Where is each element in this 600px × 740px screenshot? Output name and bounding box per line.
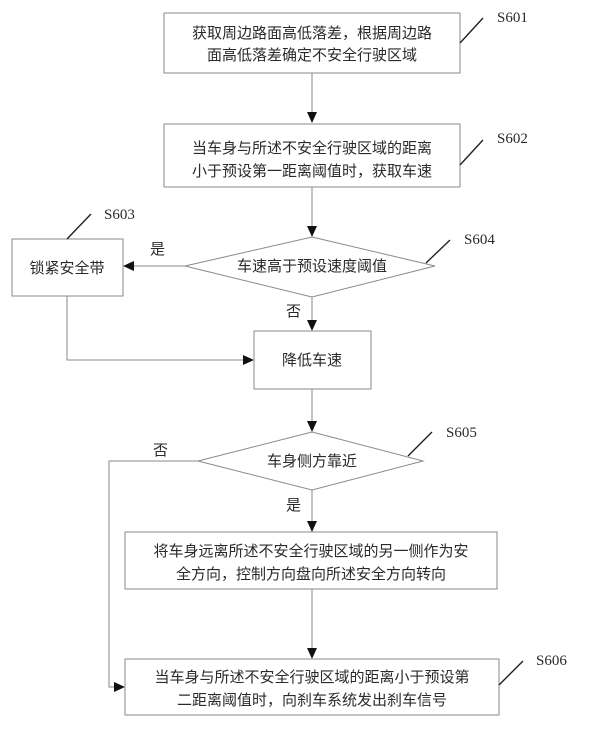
step-s606-line-1: 当车身与所述不安全行驶区域的距离小于预设第 (154, 668, 469, 686)
connector-s605-no (108, 460, 198, 688)
step-s603-text: 锁紧安全带 (29, 259, 104, 277)
arrow-s601-s602 (307, 112, 317, 123)
arrow-s605-no (114, 682, 125, 692)
step-s603-id: S603 (104, 207, 135, 223)
step-steer-line-2: 全方向，控制方向盘向所述安全方向转向 (176, 565, 446, 583)
step-s606-leader (498, 660, 524, 686)
step-reduce-speed: 降低车速 (253, 330, 372, 390)
step-steer-box (124, 531, 498, 590)
decision-s605-text: 车身侧方靠近 (267, 452, 357, 470)
decision-s604-leader (425, 239, 451, 264)
step-s606: 当车身与所述不安全行驶区域的距离小于预设第 二距离阈值时，向刹车系统发出刹车信号… (124, 653, 567, 716)
step-s601-line-1: 获取周边路面高低落差，根据周边路 (192, 24, 432, 42)
decision-s605-leader (407, 431, 433, 457)
step-reduce-speed-text: 降低车速 (282, 351, 342, 369)
step-reduce-speed-box (253, 330, 372, 390)
arrow-reduce-s605 (307, 421, 317, 432)
edge-label-s604-no: 否 (286, 304, 301, 320)
step-s601-line-2: 面高低落差确定不安全行驶区域 (207, 46, 417, 64)
step-s603: 锁紧安全带 S603 (11, 207, 135, 297)
step-s601: 获取周边路面高低落差，根据周边路 面高低落差确定不安全行驶区域 S601 (163, 10, 528, 74)
step-s603-leader (66, 213, 92, 240)
edge-label-s604-yes: 是 (150, 242, 165, 258)
step-s602-line-2: 小于预设第一距离阈值时，获取车速 (192, 162, 432, 180)
decision-s605: 车身侧方靠近 S605 (197, 425, 477, 491)
arrow-s604-no (307, 320, 317, 331)
step-s602-id: S602 (497, 131, 528, 147)
decision-s604-id: S604 (464, 232, 495, 248)
decision-s605-id: S605 (446, 425, 477, 441)
arrow-steer-s606 (307, 648, 317, 659)
step-s602: 当车身与所述不安全行驶区域的距离 小于预设第一距离阈值时，获取车速 S602 (163, 123, 528, 188)
arrow-s605-yes (307, 521, 317, 532)
step-steer-line-1: 将车身远离所述不安全行驶区域的另一侧作为安 (153, 542, 468, 560)
step-steer: 将车身远离所述不安全行驶区域的另一侧作为安 全方向，控制方向盘向所述安全方向转向 (124, 531, 498, 590)
edge-label-s605-yes: 是 (286, 498, 301, 514)
step-s606-id: S606 (536, 653, 567, 669)
decision-s604-text: 车速高于预设速度阈值 (237, 257, 387, 275)
decision-s604: 车速高于预设速度阈值 S604 (184, 232, 495, 298)
step-s602-line-1: 当车身与所述不安全行驶区域的距离 (192, 139, 432, 157)
step-s601-box (163, 12, 461, 74)
arrow-s604-yes (123, 261, 134, 271)
step-s601-id: S601 (497, 10, 528, 26)
arrow-s603-reduce (243, 355, 254, 365)
step-s602-leader (459, 139, 484, 166)
connector-s603-reduce (66, 296, 246, 361)
step-s606-line-2: 二距离阈值时，向刹车系统发出刹车信号 (177, 691, 447, 709)
step-s601-leader (459, 17, 484, 44)
edge-label-s605-no: 否 (153, 443, 168, 459)
step-s606-box (124, 658, 500, 716)
arrow-s602-s604 (307, 226, 317, 237)
